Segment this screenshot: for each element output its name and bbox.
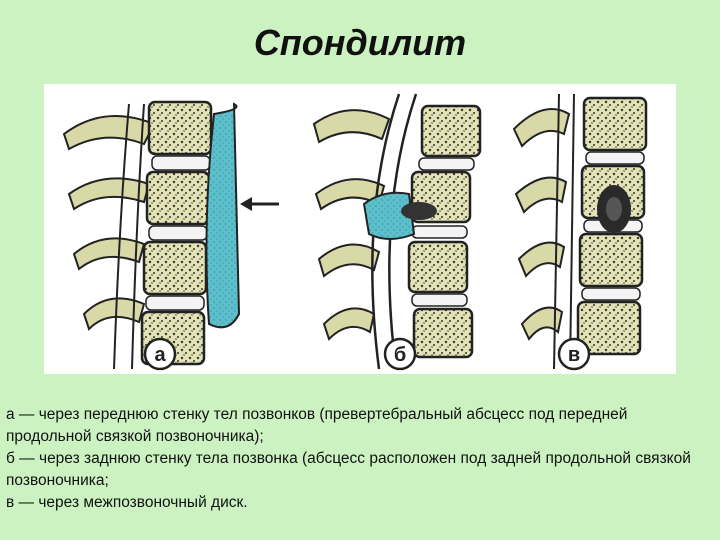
svg-text:а: а [154,344,166,366]
panel-label-a: а [143,337,177,371]
caption-item-b: б — через заднюю стенку тела позвонка (а… [6,450,691,489]
caption-item-c: в — через межпозвоночный диск. [6,494,248,511]
panel-label-c: в [557,337,591,371]
svg-text:б: б [394,344,406,366]
caption-item-a: а — через переднюю стенку тел позвонков … [6,406,628,445]
panel-c-spine [512,93,648,370]
panel-a-spine [62,100,279,370]
spondylitis-illustration: а б [44,84,676,374]
panel-b-spine [312,93,482,370]
svg-text:в: в [568,344,580,366]
page-title: Спондилит [253,22,467,63]
figure-caption: а — через переднюю стенку тел позвонков … [6,404,706,514]
panel-label-b: б [383,337,417,371]
